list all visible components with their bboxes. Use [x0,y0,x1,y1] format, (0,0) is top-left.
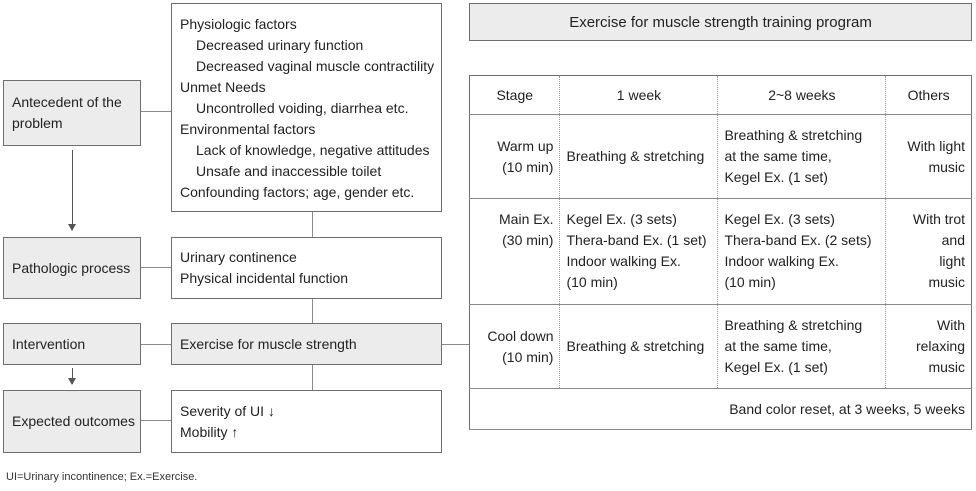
others-cell: With light music [885,114,972,199]
table-row: Main Ex. (30 min) Kegel Ex. (3 sets) The… [469,198,972,305]
arrow-down-1 [68,150,76,231]
table-row: Warm up (10 min) Breathing & stretching … [469,114,972,199]
antecedent-box: Antecedent of the problem [3,80,141,146]
header-others: Others [885,75,972,115]
antecedent-label: Antecedent of the problem [12,94,122,131]
header-stage: Stage [469,75,561,115]
phys-item: Decreased vaginal muscle contractility [196,58,435,74]
connector-intervention-outcome [312,365,313,390]
stage-cell: Warm up (10 min) [469,114,561,199]
outcome-line: Severity of UI ↓ [180,402,275,419]
intervention-detail: Exercise for muscle strength [180,335,357,352]
header-weeks2-8: 2~8 weeks [717,75,887,115]
intervention-label: Intervention [12,335,86,352]
pathologic-label: Pathologic process [12,259,131,276]
others-cell: With trot and light music [885,198,972,305]
weeks2-8-cell: Breathing & stretching at the same time,… [717,304,887,389]
weeks2-8-cell: Breathing & stretching at the same time,… [717,114,887,199]
abbreviation-note: UI=Urinary incontinence; Ex.=Exercise. [6,471,198,483]
program-title: Exercise for muscle strength training pr… [469,3,972,41]
env-item: Unsafe and inaccessible toilet [196,163,382,179]
process-line: Urinary continence [180,249,297,265]
factors-box: Physiologic factors Decreased urinary fu… [171,3,442,212]
unmet-heading: Unmet Needs [180,79,266,95]
week1-cell: Breathing & stretching [559,114,719,199]
table-row: Cool down (10 min) Breathing & stretchin… [469,304,972,389]
others-cell: With relaxing music [885,304,972,389]
pathologic-box: Pathologic process [3,237,141,299]
phys-item: Decreased urinary function [196,37,364,53]
environmental-heading: Environmental factors [180,121,316,137]
connector-process-intervention [312,299,313,323]
week1-cell: Kegel Ex. (3 sets) Thera-band Ex. (1 set… [559,198,719,305]
weeks2-8-cell: Kegel Ex. (3 sets) Thera-band Ex. (2 set… [717,198,887,305]
connector-antecedent [141,111,171,112]
env-item: Lack of knowledge, negative attitudes [196,142,430,158]
outcome-detail-box: Severity of UI ↓ Mobility ↑ [171,390,442,453]
connector-outcomes [141,420,171,421]
arrow-down-2 [68,368,76,385]
connector-intervention [141,344,171,345]
unmet-item: Uncontrolled voiding, diarrhea etc. [196,100,409,116]
confounding-heading: Confounding factors; age, gender etc. [180,184,415,200]
outcomes-box: Expected outcomes [3,390,141,453]
outcome-line: Mobility ↑ [180,423,239,440]
stage-cell: Cool down (10 min) [469,304,561,389]
connector-intervention-program [442,344,469,345]
connector-factors-process [312,212,313,237]
footer-cell: Band color reset, at 3 weeks, 5 weeks [469,388,972,430]
intervention-box: Intervention [3,323,141,365]
intervention-detail-box: Exercise for muscle strength [171,323,442,365]
table-footer-row: Band color reset, at 3 weeks, 5 weeks [469,388,972,430]
stage-cell: Main Ex. (30 min) [469,198,561,305]
table-header-row: Stage 1 week 2~8 weeks Others [469,75,972,115]
program-title-text: Exercise for muscle strength training pr… [569,13,872,31]
outcomes-label: Expected outcomes [12,413,135,429]
process-box: Urinary continence Physical incidental f… [171,237,442,299]
week1-cell: Breathing & stretching [559,304,719,389]
header-week1: 1 week [559,75,719,115]
program-table: Stage 1 week 2~8 weeks Others Warm up (1… [469,75,972,430]
physiologic-heading: Physiologic factors [180,16,297,32]
process-line: Physical incidental function [180,270,349,286]
connector-pathologic [141,267,171,268]
